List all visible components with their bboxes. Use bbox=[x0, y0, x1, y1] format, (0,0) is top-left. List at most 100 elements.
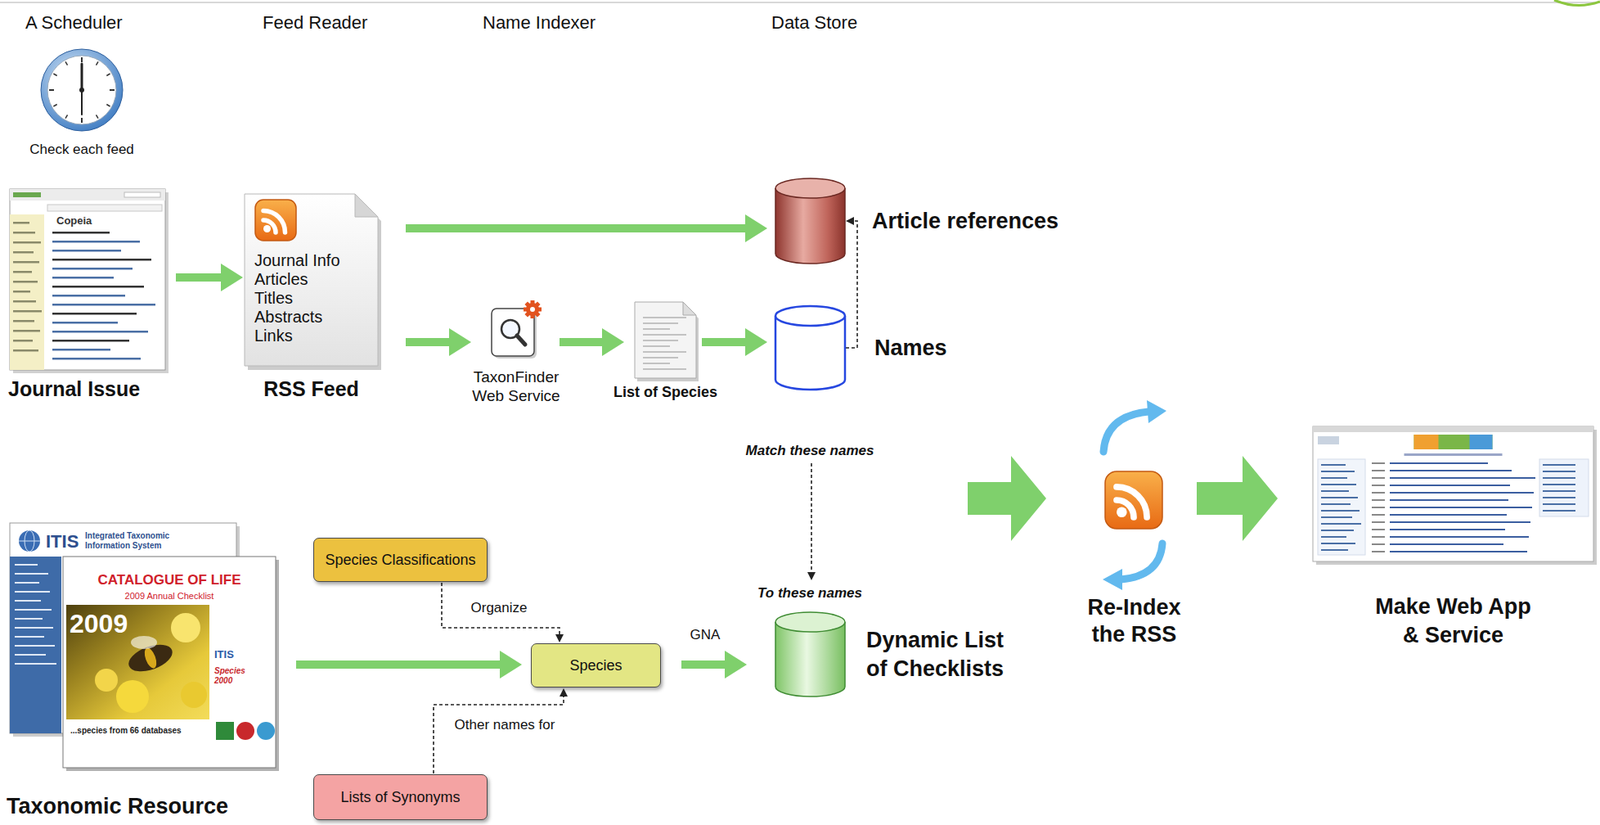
text-line bbox=[52, 321, 118, 324]
corner-swoosh bbox=[1554, 0, 1600, 6]
text-line bbox=[13, 300, 36, 303]
text-line bbox=[1371, 484, 1385, 486]
menu-line bbox=[14, 590, 50, 593]
text-line bbox=[13, 251, 34, 254]
clock-face bbox=[47, 55, 117, 125]
text-label: ITIS bbox=[45, 530, 79, 553]
globe bbox=[18, 530, 41, 552]
thumbnail bbox=[215, 721, 234, 740]
text-line bbox=[1321, 522, 1362, 525]
refresh-arc bbox=[1103, 411, 1149, 452]
connector bbox=[1196, 455, 1278, 541]
text-line bbox=[1321, 483, 1357, 486]
menu-line bbox=[14, 662, 57, 665]
connector bbox=[845, 216, 858, 348]
node-text: Dynamic List of Checklists bbox=[866, 625, 1030, 684]
text-line bbox=[1371, 498, 1385, 501]
node-text: Article references bbox=[871, 206, 1059, 236]
process-box: Lists of Synonyms bbox=[313, 773, 488, 820]
connector-line bbox=[845, 220, 858, 348]
node-shape bbox=[775, 305, 845, 390]
arrow-head bbox=[745, 328, 768, 356]
text-label: Name Indexer bbox=[482, 12, 596, 34]
text-line bbox=[1371, 550, 1385, 553]
text-line bbox=[1389, 506, 1533, 508]
arrow-head bbox=[602, 328, 625, 356]
page-fold bbox=[683, 301, 697, 315]
node-text: Taxonomic Resource bbox=[6, 792, 229, 819]
text-line bbox=[13, 280, 38, 284]
text-line bbox=[52, 240, 140, 243]
text-label: Match these names bbox=[746, 442, 875, 459]
text-line bbox=[1389, 543, 1504, 545]
refresh-arrows bbox=[1102, 400, 1167, 590]
connector-line bbox=[681, 660, 726, 669]
text-line bbox=[52, 294, 126, 297]
connector-line bbox=[559, 337, 603, 347]
refresh-arc bbox=[1120, 543, 1163, 580]
text-line bbox=[1371, 469, 1385, 472]
service-icon: TaxonFinder Web Service bbox=[491, 301, 541, 358]
text-line bbox=[1389, 535, 1529, 538]
text-line bbox=[52, 249, 122, 252]
flow-arrow bbox=[967, 455, 1047, 541]
list-document: List of Species bbox=[634, 301, 697, 378]
text-line bbox=[1389, 476, 1536, 479]
text-line bbox=[52, 339, 130, 342]
text-label: Species 2000 bbox=[214, 665, 256, 686]
text-line bbox=[1389, 469, 1512, 472]
clock-ring bbox=[40, 49, 123, 131]
menu-line bbox=[14, 644, 55, 647]
text-line bbox=[1321, 489, 1349, 492]
clock-tick bbox=[109, 89, 115, 91]
node-shape bbox=[1105, 469, 1164, 531]
connector bbox=[559, 328, 625, 356]
connector bbox=[405, 328, 472, 356]
connector bbox=[681, 650, 747, 679]
text-label: ...species from 66 databases bbox=[70, 725, 182, 736]
connector-line bbox=[405, 337, 450, 347]
node-text: Species Classifications bbox=[324, 551, 476, 569]
node-text: Re-Index the RSS bbox=[1077, 593, 1192, 648]
flower bbox=[180, 681, 207, 708]
page bbox=[9, 188, 166, 370]
arrow-head bbox=[555, 633, 564, 643]
bee-wing bbox=[130, 635, 158, 649]
text-line bbox=[1542, 503, 1576, 505]
database-cylinder: Dynamic List of Checklists bbox=[775, 611, 845, 697]
cover-photo bbox=[66, 604, 210, 720]
leader-head bbox=[807, 571, 816, 580]
text-label: Check each feed bbox=[29, 141, 135, 158]
database-cylinder: Names bbox=[775, 305, 845, 390]
text-label: CATALOGUE OF LIFE bbox=[97, 571, 241, 589]
edge-label: Other names for bbox=[452, 716, 558, 733]
rss-wave bbox=[1116, 486, 1147, 517]
node-text: Lists of Synonyms bbox=[340, 788, 460, 806]
clock-tick bbox=[80, 117, 83, 123]
text-line bbox=[1542, 476, 1576, 479]
text-line bbox=[52, 312, 137, 315]
text-line bbox=[13, 329, 41, 333]
clock-tick bbox=[96, 61, 99, 65]
thumbnail bbox=[236, 721, 255, 740]
connector-line bbox=[296, 660, 501, 669]
text-line bbox=[1371, 513, 1385, 516]
text-label: 2009 bbox=[69, 607, 128, 639]
menu-line bbox=[14, 581, 40, 584]
clock-tick bbox=[65, 114, 68, 118]
text-label: Data Store bbox=[771, 12, 858, 34]
banner bbox=[1469, 434, 1493, 450]
menu-line bbox=[14, 635, 45, 638]
process-box: Species bbox=[530, 642, 661, 688]
text-line bbox=[642, 356, 679, 359]
text-line bbox=[52, 357, 141, 360]
text-line bbox=[1542, 483, 1576, 486]
rss-wave bbox=[1116, 499, 1134, 517]
node-text: TaxonFinder Web Service bbox=[458, 367, 574, 405]
clock-tick bbox=[80, 57, 83, 63]
text-line bbox=[52, 303, 156, 306]
text-line bbox=[52, 276, 114, 279]
node-shape bbox=[491, 301, 541, 358]
